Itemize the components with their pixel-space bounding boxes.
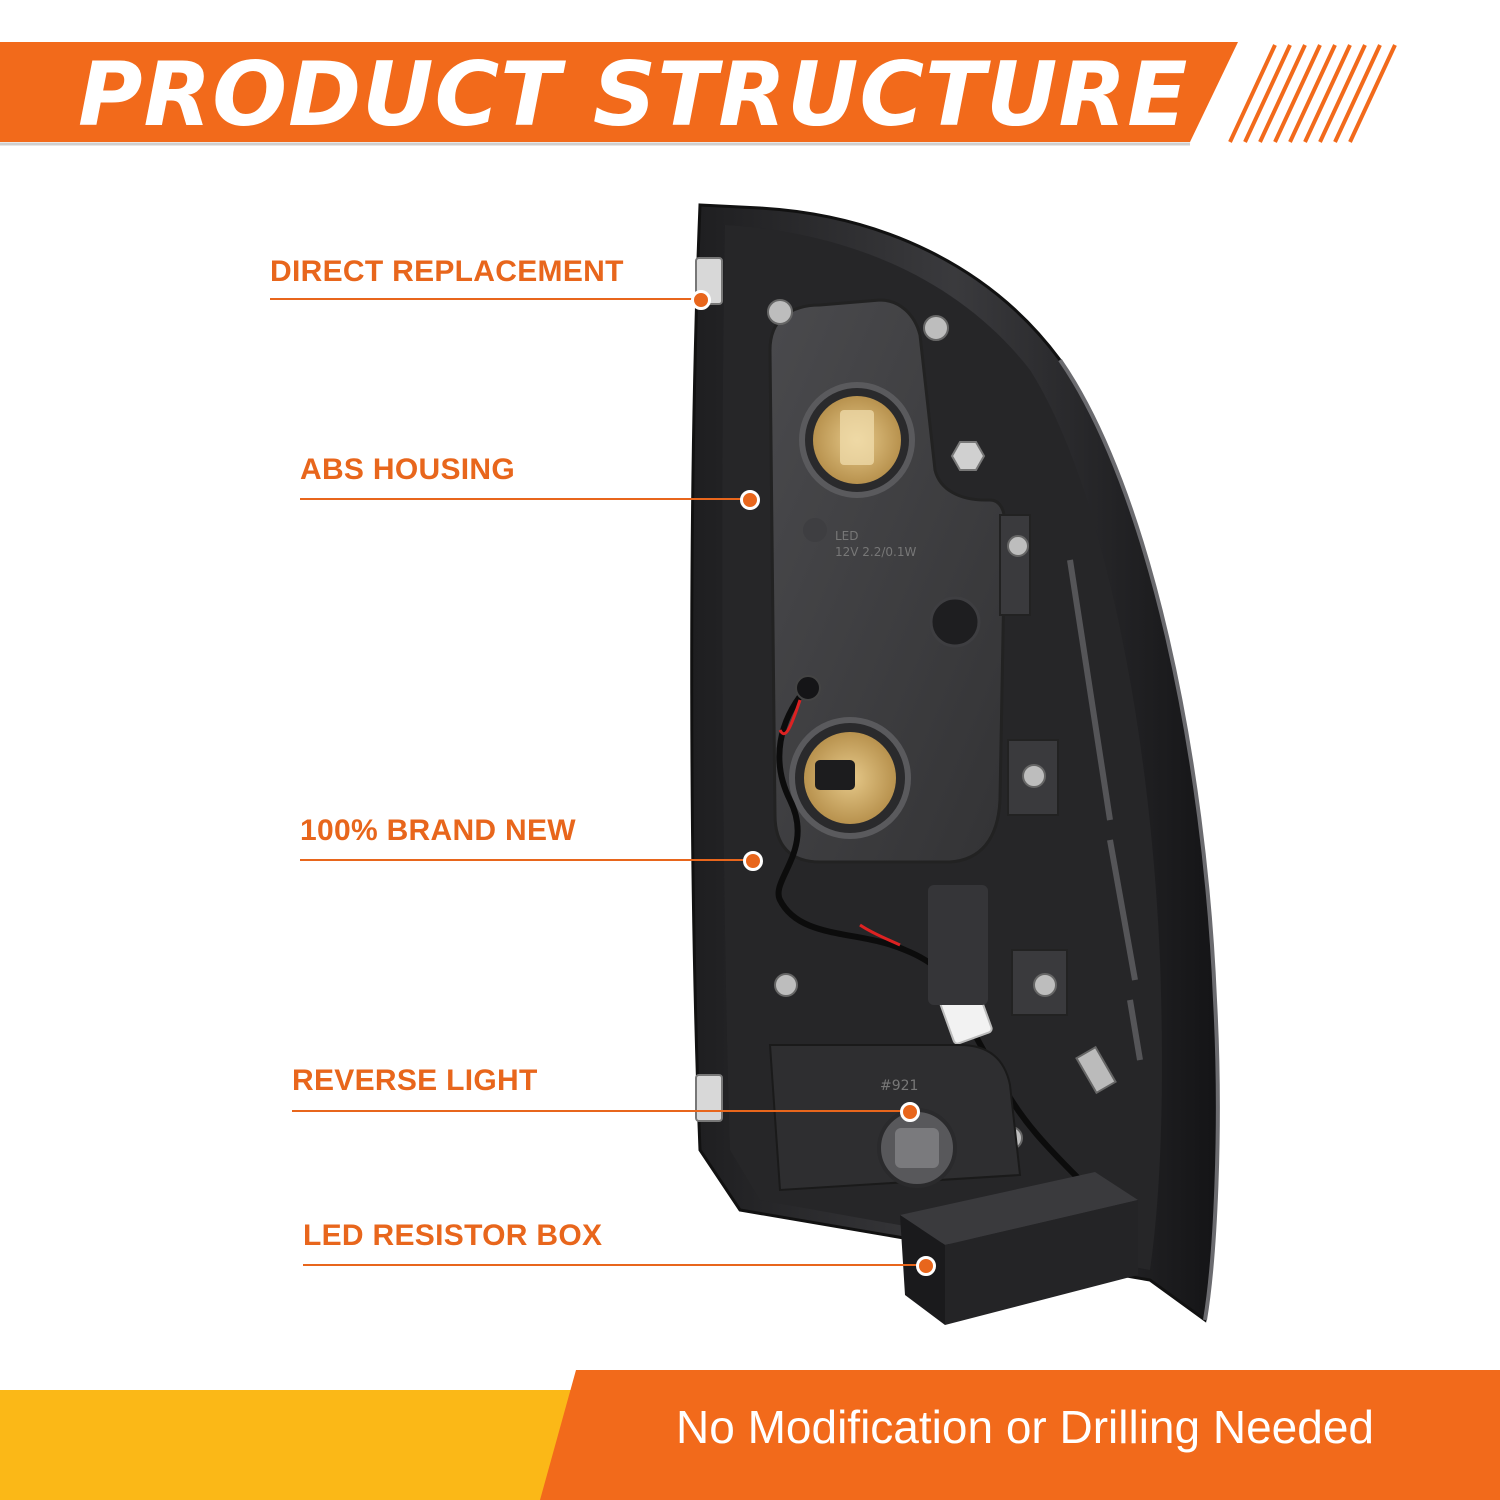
plug-hole	[929, 596, 981, 648]
callout-line	[270, 298, 700, 300]
callout-label: LED RESISTOR BOX	[303, 1219, 603, 1252]
callout-dot	[916, 1256, 936, 1276]
header-banner: PRODUCT STRUCTURE	[0, 42, 1500, 148]
footer-yellow-bar	[0, 1390, 640, 1500]
housing-edge	[1058, 358, 1220, 1321]
wire-red-lower	[859, 923, 901, 947]
callout-dot	[691, 290, 711, 310]
callout-label: REVERSE LIGHT	[292, 1064, 538, 1097]
banner-background	[0, 42, 1397, 146]
footer-background	[0, 1370, 1500, 1500]
footer-banner: No Modification or Drilling Needed	[0, 1370, 1500, 1500]
wire-red	[778, 699, 802, 736]
callout-line	[292, 1110, 907, 1112]
lower-connector	[815, 760, 855, 790]
callout-dot	[900, 1102, 920, 1122]
page-title: PRODUCT STRUCTURE	[78, 43, 1189, 146]
footer-tagline: No Modification or Drilling Needed	[676, 1401, 1374, 1453]
center-boss	[928, 885, 988, 1005]
callout-line	[300, 498, 750, 500]
molded-part-number: #921	[880, 1078, 918, 1094]
wire-grommet	[795, 675, 821, 701]
side-bracket-upper	[999, 514, 1031, 616]
banner-stripes	[1228, 44, 1397, 143]
resistor-box-top	[900, 1172, 1138, 1245]
hex-stud-upper	[950, 441, 986, 471]
housing-ribs	[1067, 559, 1143, 1061]
callout-line	[303, 1264, 923, 1266]
callout-dot	[740, 490, 760, 510]
molded-dimple	[803, 518, 827, 542]
callout-dot	[743, 851, 763, 871]
footer-orange-bar	[540, 1370, 1500, 1500]
upper-bulb-chip	[840, 410, 874, 465]
banner-bar	[0, 42, 1238, 142]
molded-led-text: LED	[835, 529, 859, 543]
mounting-clip-lower	[695, 1074, 723, 1122]
callout-label: 100% BRAND NEW	[300, 814, 576, 847]
callout-line	[300, 859, 750, 861]
hex-stud-lower	[1075, 1045, 1117, 1095]
molded-rating-text: 12V 2.2/0.1W	[835, 545, 917, 559]
callout-label: ABS HOUSING	[300, 453, 515, 486]
resistor-box-front	[945, 1200, 1138, 1325]
callout-label: DIRECT REPLACEMENT	[270, 255, 624, 288]
reverse-bulb-cap	[895, 1128, 939, 1168]
